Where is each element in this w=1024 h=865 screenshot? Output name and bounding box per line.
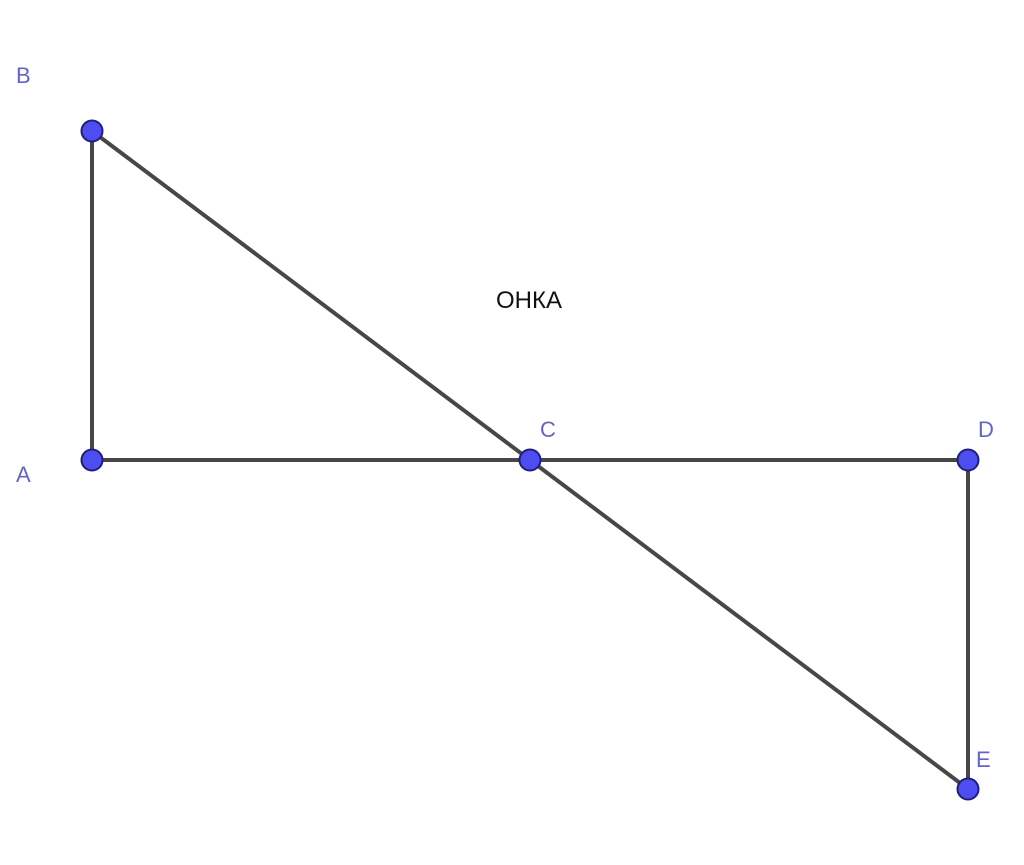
point-c[interactable] xyxy=(518,448,542,472)
labels-layer: A B C D E xyxy=(16,63,994,772)
point-d-label: D xyxy=(978,417,994,442)
point-d[interactable] xyxy=(956,448,980,472)
point-b[interactable] xyxy=(80,119,104,143)
point-e[interactable] xyxy=(956,777,980,801)
point-c-label: C xyxy=(540,417,556,442)
point-b-label: B xyxy=(16,63,31,88)
point-a-label: A xyxy=(16,462,31,487)
point-a[interactable] xyxy=(80,448,104,472)
figure-caption: ОНКА xyxy=(496,287,562,314)
point-e-label: E xyxy=(976,747,991,772)
points-layer xyxy=(80,119,980,801)
